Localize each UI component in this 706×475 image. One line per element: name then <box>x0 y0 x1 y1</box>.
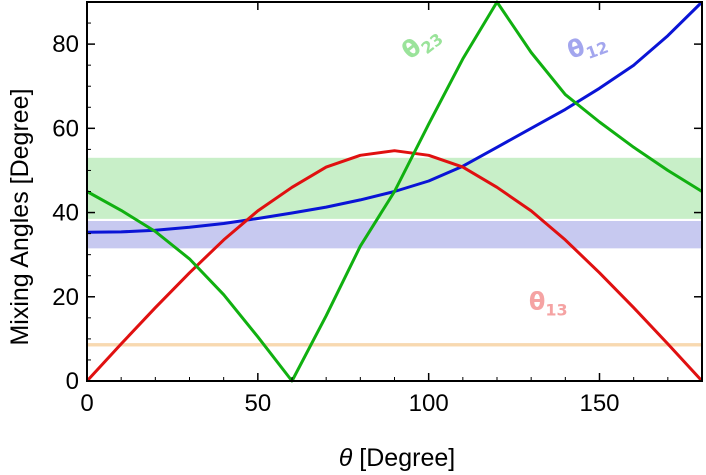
series-line-2 <box>86 0 703 383</box>
x-tick-label: 100 <box>409 390 449 417</box>
band-1 <box>87 220 702 249</box>
y-tick-label: 40 <box>52 200 79 227</box>
ticks-layer: 0 50 100 150 0 20 40 60 80 <box>52 1 703 417</box>
band-2 <box>87 343 702 347</box>
series-line-1 <box>85 149 704 383</box>
y-tick-label: 80 <box>52 31 79 58</box>
x-tick-label: 150 <box>579 390 619 417</box>
y-tick-label: 0 <box>66 368 79 395</box>
x-tick-label: 50 <box>244 390 271 417</box>
curves-layer <box>85 0 704 383</box>
x-axis-label: θ [Degree] <box>339 444 455 472</box>
series-annotation-1: θ12 <box>564 25 611 68</box>
bands-layer <box>87 157 702 347</box>
x-tick-label: 0 <box>80 390 93 417</box>
y-tick-label: 20 <box>52 284 79 311</box>
series-annotation-2: θ13 <box>529 287 568 319</box>
y-tick-label: 60 <box>52 115 79 142</box>
series-annotation-0: θ23 <box>396 19 446 68</box>
y-axis-label: Mixing Angles [Degree] <box>6 88 34 345</box>
